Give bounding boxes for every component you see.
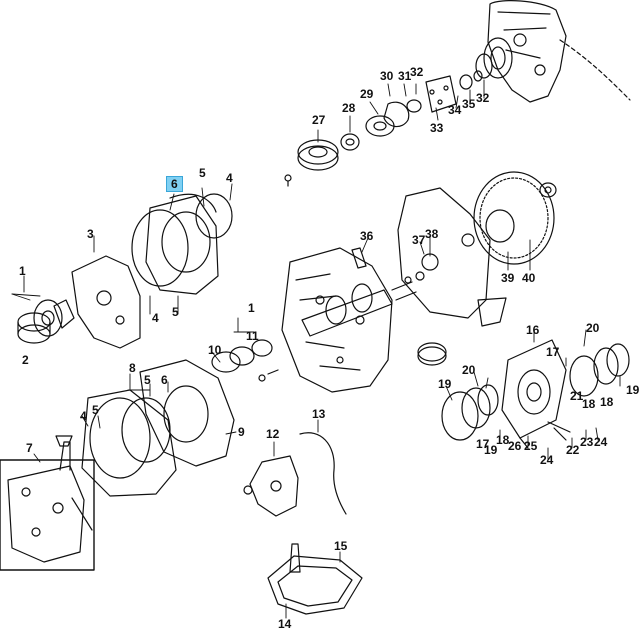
small-gear-parts [211, 339, 279, 382]
callout-part-18-a[interactable]: 18 [582, 397, 596, 411]
callout-part-6-highlighted[interactable]: 6 [166, 176, 183, 192]
callout-part-38[interactable]: 38 [425, 227, 439, 241]
callout-part-23[interactable]: 23 [580, 435, 594, 449]
callout-part-4-mid[interactable]: 4 [152, 311, 159, 325]
callout-part-21[interactable]: 21 [570, 389, 584, 403]
callout-part-22[interactable]: 22 [566, 443, 580, 457]
callout-part-33[interactable]: 33 [430, 121, 444, 135]
callout-part-4-lower[interactable]: 4 [80, 409, 87, 423]
callout-part-20-left[interactable]: 20 [462, 363, 476, 377]
rear-cover-panel [0, 435, 95, 571]
callout-part-5-mid[interactable]: 5 [172, 305, 179, 319]
callout-part-13[interactable]: 13 [312, 407, 326, 421]
callout-part-3[interactable]: 3 [87, 227, 94, 241]
callout-part-28[interactable]: 28 [342, 101, 356, 115]
callout-part-29[interactable]: 29 [360, 87, 374, 101]
callout-part-24-right[interactable]: 24 [594, 435, 608, 449]
callout-part-19-left[interactable]: 19 [438, 377, 452, 391]
callout-part-24-left[interactable]: 24 [540, 453, 554, 467]
callout-part-37[interactable]: 37 [412, 233, 426, 247]
callout-part-19-right[interactable]: 19 [626, 383, 640, 397]
callout-part-8[interactable]: 8 [129, 361, 136, 375]
callout-part-18-lower[interactable]: 18 [496, 433, 510, 447]
callout-part-6-lower[interactable]: 6 [161, 373, 168, 387]
rotor-housing-rear [81, 359, 235, 497]
front-pulley-stack [284, 70, 483, 187]
callout-part-35[interactable]: 35 [462, 97, 476, 111]
callout-part-26[interactable]: 26 [508, 439, 522, 453]
callout-part-25[interactable]: 25 [524, 439, 538, 453]
callout-part-11[interactable]: 11 [246, 329, 259, 343]
callout-part-34[interactable]: 34 [448, 103, 462, 117]
callout-part-16[interactable]: 16 [526, 323, 540, 337]
callout-part-9[interactable]: 9 [238, 425, 245, 439]
rear-cover-housing [487, 0, 631, 103]
callout-part-19-lower[interactable]: 19 [484, 443, 498, 457]
callout-part-32-upper[interactable]: 32 [410, 65, 424, 79]
callout-part-14[interactable]: 14 [278, 617, 292, 631]
counterweight-plate [397, 187, 507, 327]
callout-part-12[interactable]: 12 [266, 427, 280, 441]
gasket-seal [299, 432, 347, 515]
callout-part-27[interactable]: 27 [312, 113, 326, 127]
oil-pan [267, 543, 363, 615]
callout-part-20-right[interactable]: 20 [586, 321, 600, 335]
leader-lines [11, 79, 621, 619]
oil-pump [243, 455, 299, 517]
callout-part-36[interactable]: 36 [360, 229, 374, 243]
callout-part-39[interactable]: 39 [501, 271, 515, 285]
callout-part-1-left[interactable]: 1 [19, 264, 26, 278]
callout-part-32-right[interactable]: 32 [476, 91, 490, 105]
callout-part-5-lower[interactable]: 5 [92, 403, 99, 417]
callout-part-5-upper[interactable]: 5 [199, 166, 206, 180]
callout-part-5-lower-right[interactable]: 5 [144, 373, 151, 387]
center-housing [281, 247, 393, 393]
callout-part-40[interactable]: 40 [522, 271, 536, 285]
callout-part-30[interactable]: 30 [380, 69, 394, 83]
thrust-plate-gear [475, 37, 513, 79]
front-housing [71, 255, 141, 349]
callout-part-2[interactable]: 2 [22, 353, 29, 367]
flywheel-ring-gear [473, 171, 557, 265]
eccentric-shaft [301, 247, 425, 337]
callout-part-17-upper[interactable]: 17 [546, 345, 560, 359]
callout-part-1-center[interactable]: 1 [248, 301, 255, 315]
rotor-assembly [417, 339, 630, 449]
callout-part-15[interactable]: 15 [334, 539, 348, 553]
callout-part-18-b[interactable]: 18 [600, 395, 614, 409]
callout-part-31[interactable]: 31 [398, 69, 412, 83]
callout-part-17-lower[interactable]: 17 [476, 437, 490, 451]
callout-part-4-upper[interactable]: 4 [226, 171, 233, 185]
callout-part-7[interactable]: 7 [26, 441, 33, 455]
callout-part-10[interactable]: 10 [208, 343, 222, 357]
front-gear-stack [17, 299, 75, 344]
rotor-housing-front [131, 193, 233, 295]
